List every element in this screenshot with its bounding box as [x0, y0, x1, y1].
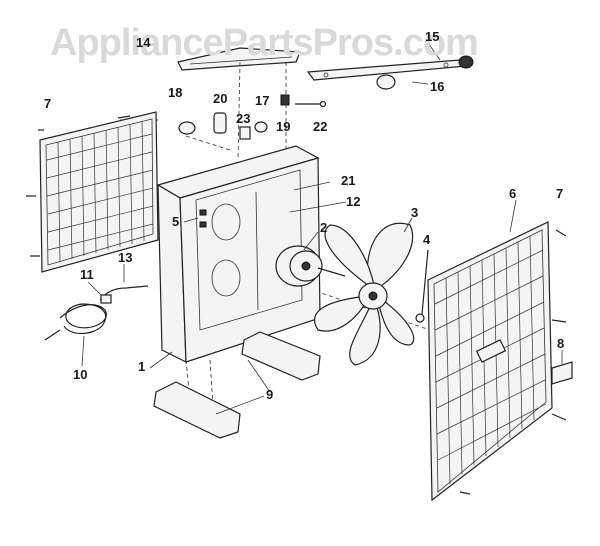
callout-5: 5 [172, 214, 180, 229]
callout-18: 18 [168, 85, 183, 100]
callout-10: 10 [73, 367, 88, 382]
label-plate [551, 361, 573, 385]
callout-16: 16 [430, 79, 445, 94]
callout-17: 17 [255, 93, 270, 108]
callout-14: 14 [136, 35, 151, 50]
callout-9: 9 [266, 387, 274, 402]
callout-2: 2 [320, 220, 328, 235]
callout-7-left: 7 [44, 96, 52, 111]
callout-19: 19 [276, 119, 291, 134]
callout-13: 13 [118, 250, 133, 265]
callout-7-right: 7 [556, 186, 564, 201]
callout-23: 23 [236, 111, 251, 126]
callout-22: 22 [313, 119, 328, 134]
nut [415, 249, 429, 323]
front-grille [427, 221, 553, 502]
cabinet [156, 145, 321, 363]
leader-lines [81, 39, 563, 415]
callout-21: 21 [341, 173, 356, 188]
top-handle [177, 47, 301, 71]
power-cord [44, 285, 149, 341]
screws [26, 115, 567, 495]
callout-6: 6 [509, 186, 517, 201]
callout-12: 12 [346, 194, 361, 209]
switch-parts [178, 94, 327, 140]
fan-blade [313, 222, 415, 366]
callout-15: 15 [425, 29, 440, 44]
callout-8: 8 [557, 336, 565, 351]
callout-1: 1 [138, 359, 146, 374]
callout-11: 11 [80, 267, 94, 282]
motor [275, 245, 346, 287]
feet [153, 331, 321, 439]
rear-grille [39, 111, 159, 273]
callout-4: 4 [423, 232, 431, 247]
callout-20: 20 [213, 91, 228, 106]
watermark-text: AppliancePartsPros.com [50, 22, 479, 64]
knob [376, 55, 474, 90]
callout-3: 3 [411, 205, 419, 220]
